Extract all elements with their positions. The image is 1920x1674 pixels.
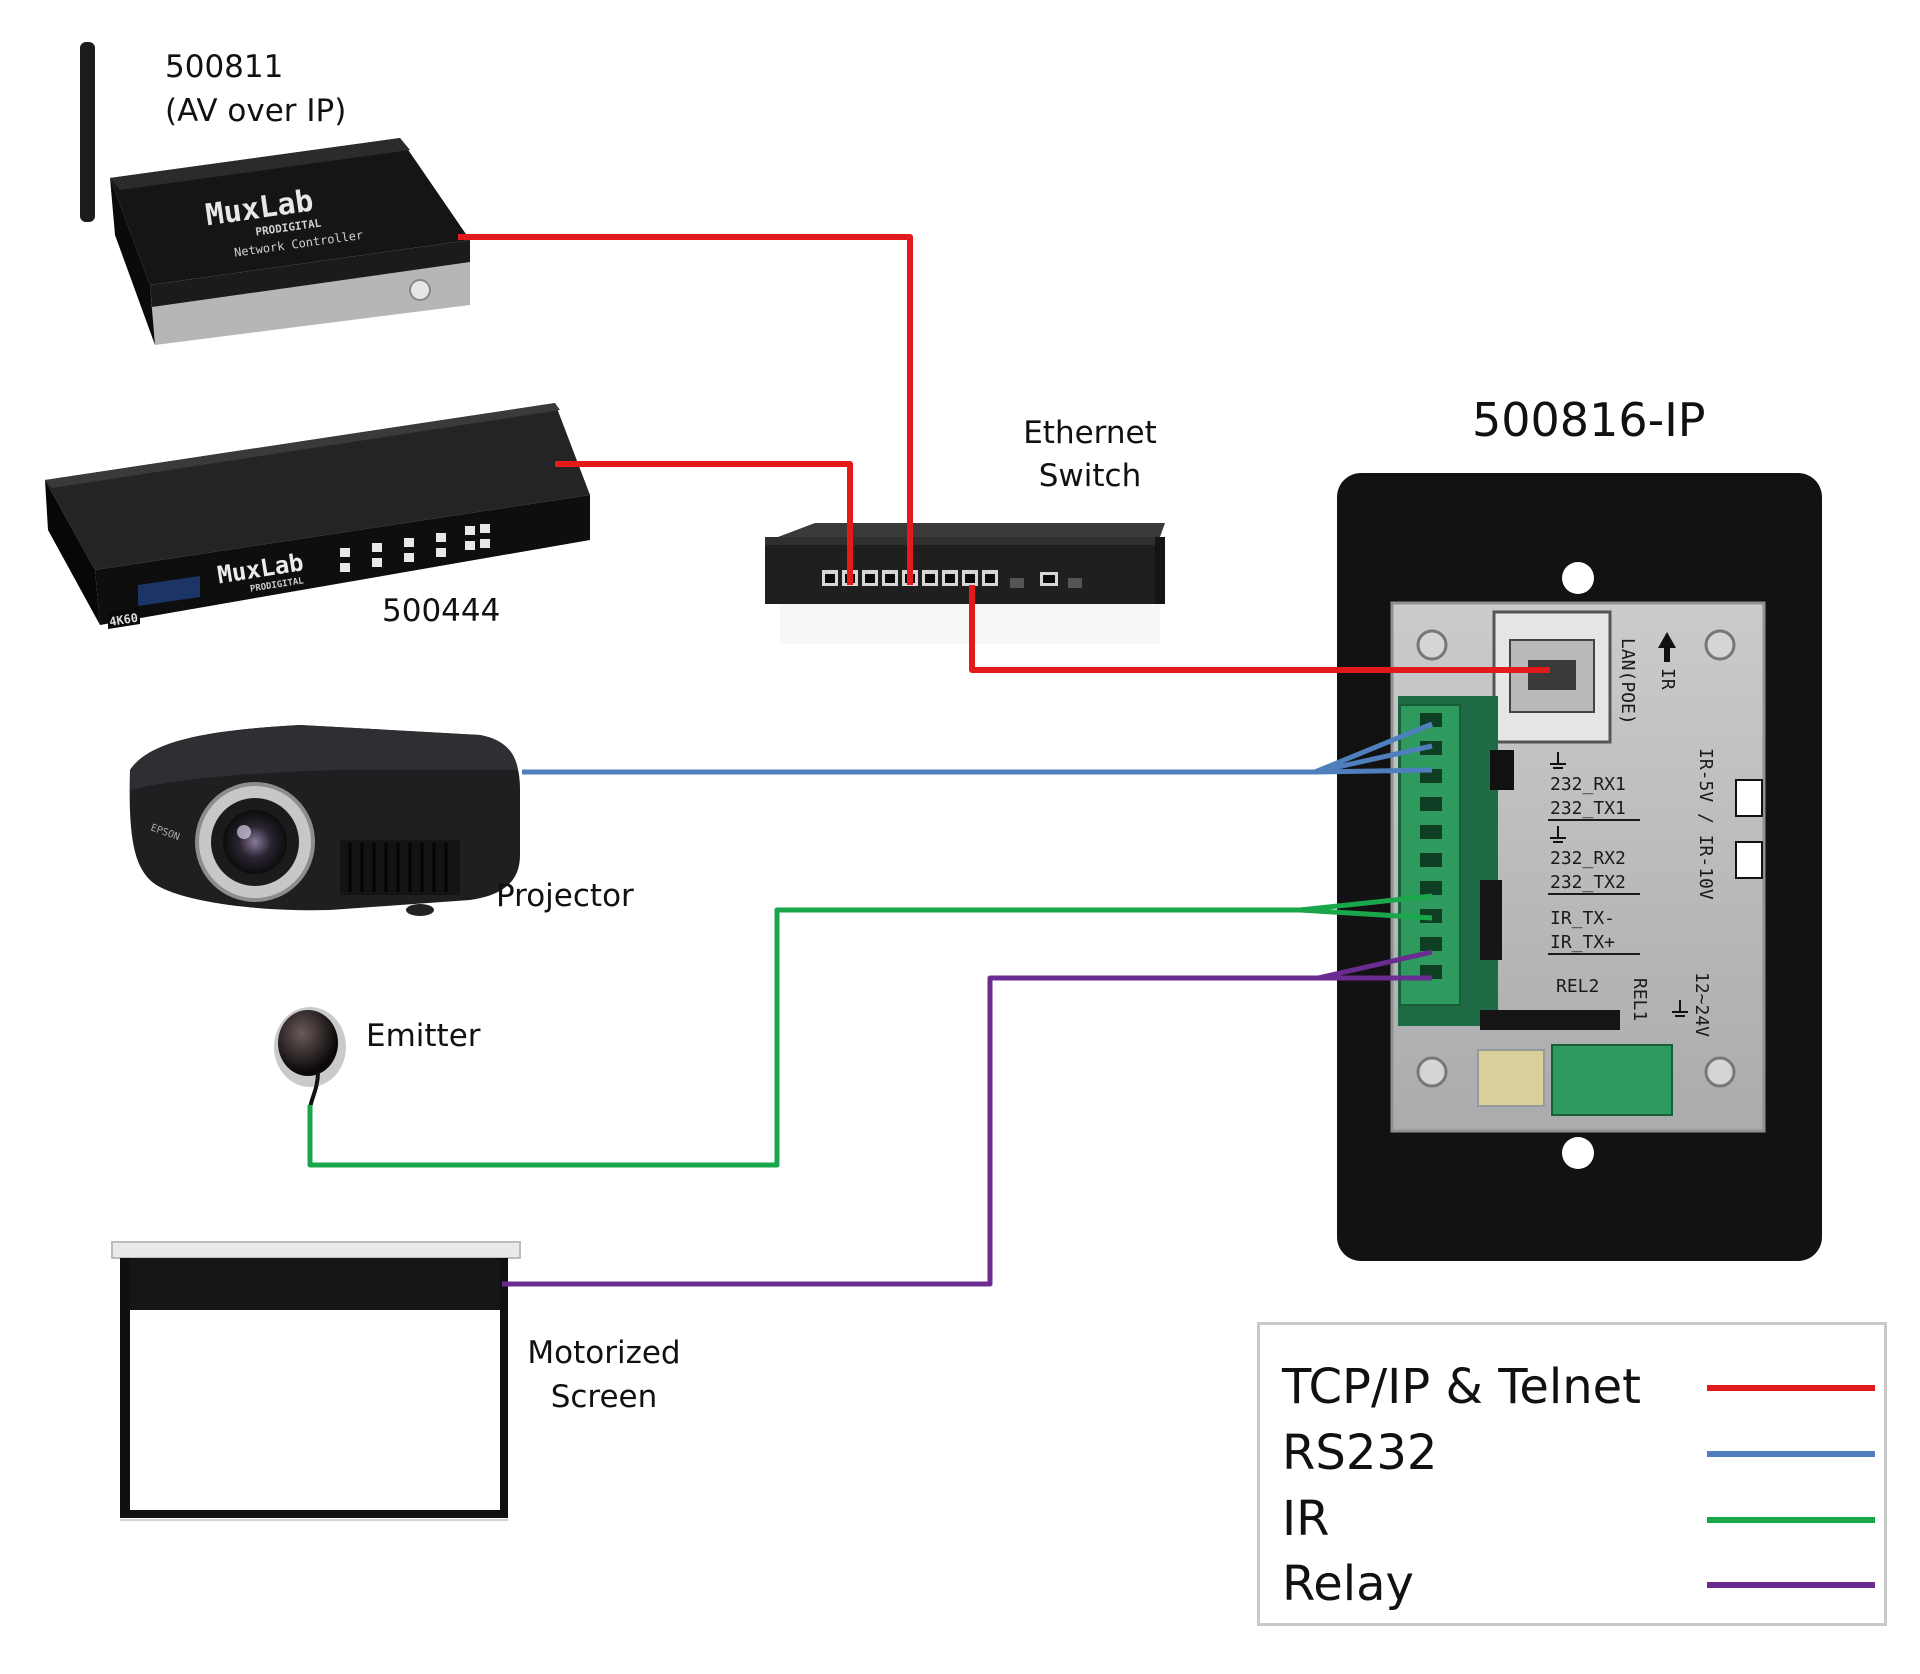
legend-label-relay: Relay: [1282, 1556, 1414, 1612]
silk-ir-tx-plus: IR_TX+: [1550, 932, 1615, 953]
legend-item-tcpip: TCP/IP & Telnet: [1282, 1355, 1875, 1419]
silk-ir-voltage: IR-5V / IR-10V: [1695, 748, 1716, 900]
matrix-device: 4K60 MuxLab PRODIGITAL: [45, 403, 590, 629]
silk-ir-tx-minus: IR_TX-: [1550, 908, 1615, 929]
silk-power: 12~24V: [1691, 972, 1712, 1037]
switch-label-line1: Ethernet: [1023, 415, 1157, 451]
cable-tcpip-matrix: [555, 461, 853, 585]
ethernet-switch-device: [765, 523, 1165, 644]
ir-arrow-icon: [1658, 632, 1676, 662]
projector-lens-icon: [223, 810, 287, 874]
projector-label: Projector: [496, 878, 634, 914]
screen-label-line1: Motorized: [527, 1335, 681, 1371]
silk-rel2: REL2: [1556, 976, 1599, 997]
jumper-ir5v: [1735, 779, 1763, 817]
legend-swatch-ir: [1707, 1517, 1875, 1523]
matrix-badge: 4K60: [108, 611, 139, 629]
silk-tx1: 232_TX1: [1550, 798, 1626, 819]
legend-label-tcpip: TCP/IP & Telnet: [1282, 1359, 1641, 1415]
emitter-label: Emitter: [366, 1018, 481, 1054]
legend: TCP/IP & Telnet RS232 IR Relay: [1257, 1322, 1887, 1626]
silk-lan: LAN(POE): [1617, 638, 1638, 725]
cable-tcpip-controller: [458, 234, 913, 585]
silk-rel1: REL1: [1629, 978, 1650, 1021]
screen-label-line2: Screen: [550, 1379, 658, 1415]
wallplate-title: 500816-IP: [1472, 393, 1706, 447]
wallplate-device: 232_RX1 232_TX1 232_RX2 232_TX2 IR_TX- I…: [1337, 473, 1822, 1261]
legend-label-rs232: RS232: [1282, 1425, 1438, 1481]
emitter-icon: [278, 1010, 338, 1076]
legend-item-rs232: RS232: [1282, 1421, 1875, 1485]
silk-rx1: 232_RX1: [1550, 774, 1626, 795]
screen-device: [111, 1241, 521, 1521]
legend-label-ir: IR: [1282, 1491, 1330, 1547]
terminal-block-bottom: [1551, 1044, 1673, 1116]
legend-item-relay: Relay: [1282, 1552, 1875, 1616]
legend-swatch-rs232: [1707, 1451, 1875, 1457]
antenna-icon: [80, 42, 95, 222]
silk-rx2: 232_RX2: [1550, 848, 1626, 869]
projector-device: EPSON: [129, 725, 520, 916]
controller-device: MuxLab PRODIGITAL Network Controller: [80, 42, 470, 345]
screw-hole-bottom: [1562, 1137, 1594, 1169]
switch-label-line2: Switch: [1038, 458, 1142, 494]
cable-ir-emitter: [307, 893, 1433, 1168]
controller-subtitle-label: (AV over IP): [165, 93, 347, 129]
screw-hole-top: [1562, 562, 1594, 594]
silk-tx2: 232_TX2: [1550, 872, 1626, 893]
cable-rs232-projector: [522, 721, 1433, 775]
controller-model-label: 500811: [165, 49, 284, 85]
matrix-model-label: 500444: [382, 593, 501, 629]
module-screws: [1416, 629, 1736, 1088]
connections: [307, 234, 1550, 1287]
legend-item-ir: IR: [1282, 1487, 1875, 1551]
cable-relay-screen: [502, 949, 1433, 1287]
jumper-ir10v: [1735, 841, 1763, 879]
ground-symbol-icons: [1550, 752, 1688, 1017]
legend-swatch-relay: [1707, 1582, 1875, 1588]
matrix-buttons: [340, 524, 490, 572]
emitter-device: [274, 1007, 346, 1111]
cable-tcpip-wallplate: [969, 585, 1550, 673]
silk-ir: IR: [1657, 668, 1678, 690]
legend-swatch-tcpip: [1707, 1385, 1875, 1391]
